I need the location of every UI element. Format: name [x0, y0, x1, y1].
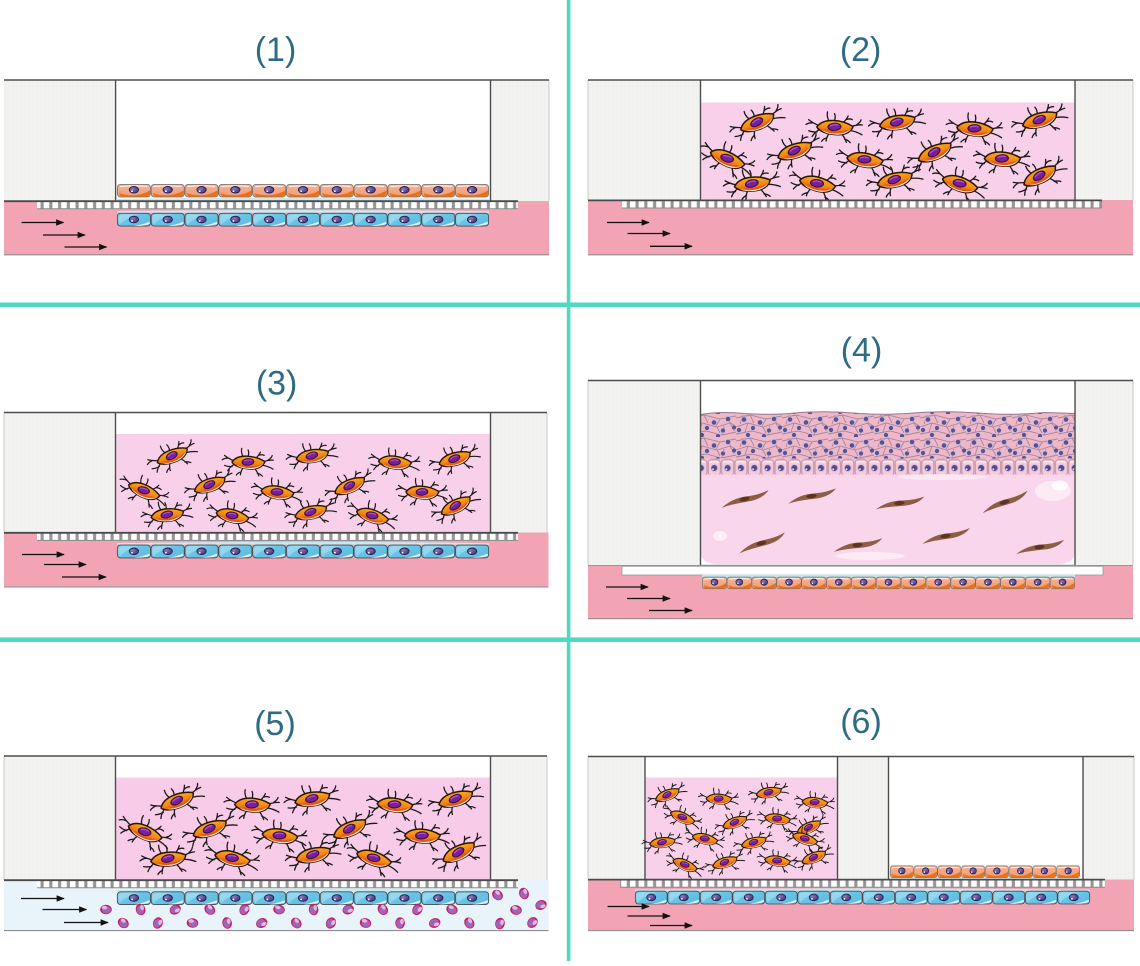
svg-text:(5): (5) — [254, 705, 296, 743]
svg-text:(1): (1) — [255, 31, 297, 69]
svg-text:(6): (6) — [840, 703, 882, 741]
svg-text:(3): (3) — [256, 364, 298, 402]
svg-text:(4): (4) — [841, 332, 883, 370]
svg-text:(2): (2) — [840, 31, 882, 69]
